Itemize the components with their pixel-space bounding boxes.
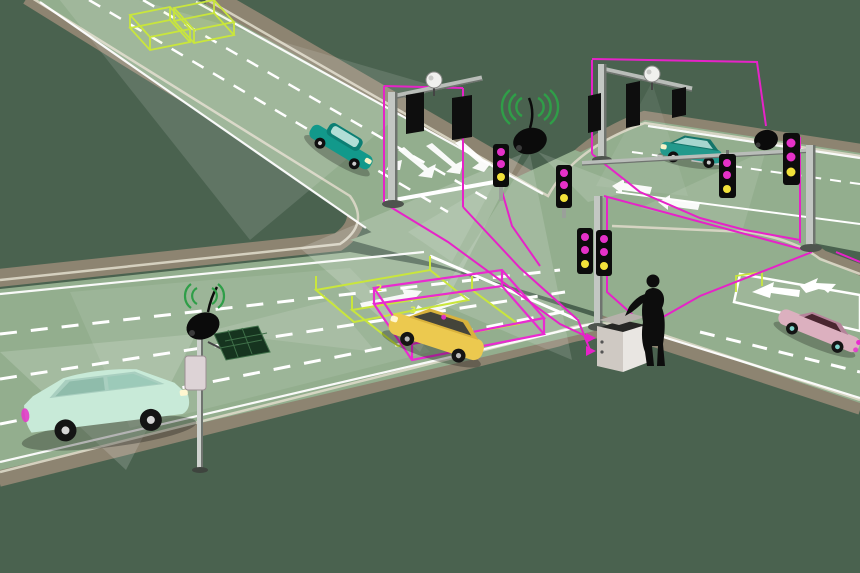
beam-from-center-camera-c: [538, 152, 636, 202]
vehicle-pink-convertible: [773, 309, 860, 358]
signal-gantry-right: [588, 64, 693, 164]
solar-panel: [207, 325, 271, 361]
vehicle-mint-minivan: [21, 369, 197, 451]
sensor-camera-pole-left: [186, 286, 220, 340]
solar-sensor-pole: [183, 283, 271, 473]
wifi-signal-icon-pole: [183, 283, 226, 309]
traffic-signal-d: [719, 150, 736, 198]
pedestrian-silhouette: [625, 274, 665, 366]
zone-label-2: 2: [376, 284, 382, 294]
road-arm-northwest: [36, 0, 548, 238]
traffic-signal-b: [556, 165, 572, 218]
signal-back-panel: [406, 92, 424, 134]
traffic-signal-e: [783, 133, 800, 185]
vehicle-yellow-taxi: [381, 308, 484, 368]
traffic-signal-a: [493, 144, 509, 201]
road-edge-lines: [0, 1, 860, 464]
wifi-signal-icon-center: [500, 89, 560, 125]
detection-beams: [0, 0, 766, 470]
cable-arrowheads: [586, 333, 596, 356]
turn-lane-box-southeast: [732, 272, 860, 333]
beam-from-center-camera-a: [300, 154, 522, 352]
traffic-signal-c-double: [577, 196, 612, 331]
sensor-antenna: [527, 97, 534, 129]
signal-back-panel: [588, 93, 601, 133]
sensor-camera-northeast: [754, 129, 778, 151]
signal-back-panel: [452, 95, 472, 140]
beam-from-signal-a: [408, 180, 496, 262]
roadside-controller-box: [184, 355, 207, 391]
signal-back-panel: [626, 81, 640, 128]
signal-control-cabinet: [597, 312, 650, 372]
beam-from-gantry-camera-left: [59, 0, 434, 240]
cctv-camera-sphere-right: [643, 65, 661, 90]
cctv-camera-sphere-left: [425, 71, 443, 96]
detection-zone-boxes-top-left: [128, 0, 236, 51]
vehicle-teal-sedan: [304, 123, 373, 177]
beam-from-gantry-camera-right: [596, 82, 688, 196]
detection-zone-small-southeast: [735, 270, 763, 292]
signal-back-panel: [672, 87, 686, 118]
zone-label-3: 3: [410, 306, 416, 316]
center-sensor-camera: [500, 89, 560, 155]
beam-from-pole-camera-right: [206, 300, 376, 352]
detection-zone-green-2: [313, 256, 471, 324]
mast-arm-northeast: [581, 129, 822, 252]
signal-gantry-left: [382, 71, 483, 208]
